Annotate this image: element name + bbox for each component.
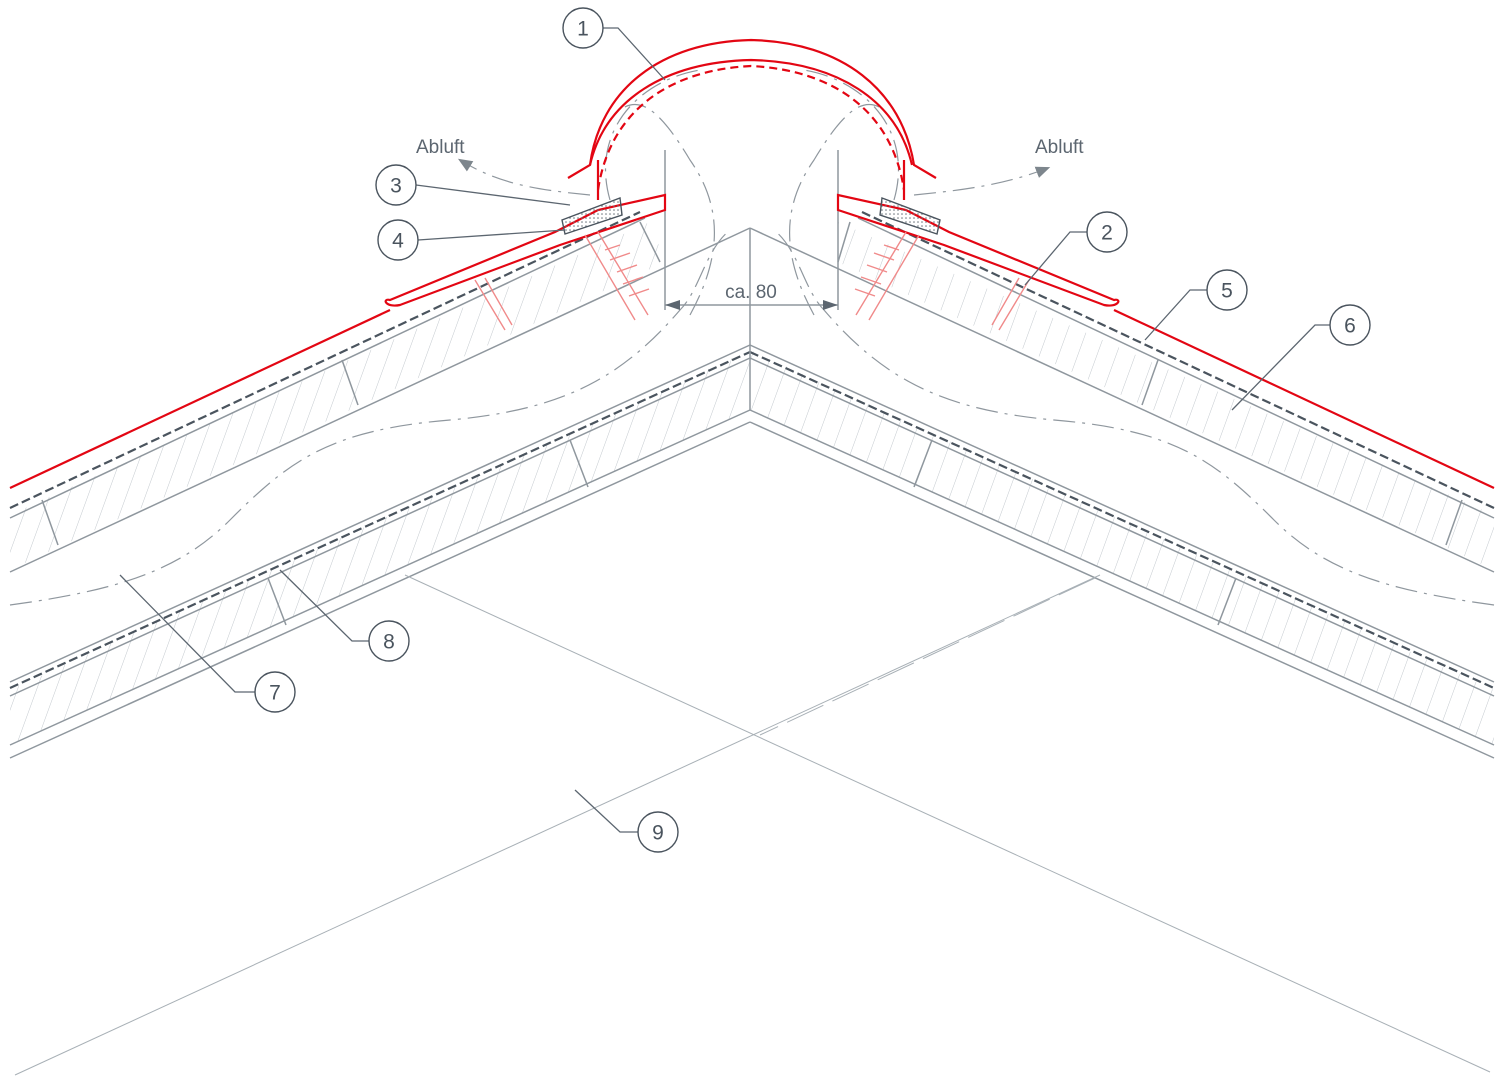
callout-1: 1 [562,7,666,81]
airflow-paths [9,69,1495,606]
svg-text:7: 7 [269,682,281,705]
ridge-cap [567,38,937,200]
callout-2: 2 [1024,211,1128,286]
svg-text:8: 8 [383,631,395,654]
svg-text:5: 5 [1221,280,1233,303]
callout-6: 6 [1231,304,1371,411]
exhaust-arrow-left [457,158,591,196]
callout-4: 4 [377,219,566,261]
callout-5: 5 [1144,269,1248,341]
callout-3: 3 [375,164,571,206]
dimension-group: ca. 80 [664,150,839,310]
svg-text:2: 2 [1101,222,1113,245]
ceiling-lines [14,574,1491,1076]
exhaust-label-left: Abluft [416,137,465,158]
exhaust-arrow-right [913,166,1051,196]
svg-text:4: 4 [392,230,404,253]
exhaust-label-right: Abluft [1035,137,1084,158]
upper-board-left [10,222,665,570]
svg-text:3: 3 [390,175,402,198]
callout-9: 9 [574,789,679,853]
upper-board-right [838,222,1494,570]
ridge-side-right [836,193,1120,331]
ridge-side-left [384,193,667,331]
lower-board-right [750,350,1494,745]
callout-8: 8 [279,569,410,662]
svg-text:9: 9 [652,822,664,845]
seal-left [561,197,623,235]
callout-7: 7 [119,574,296,713]
lower-roof-layer [9,228,1495,759]
seal-right [879,197,941,235]
dimension-label: ca. 80 [725,282,777,303]
svg-text:1: 1 [577,18,589,41]
lower-board-left [10,350,750,745]
svg-text:6: 6 [1344,315,1356,338]
